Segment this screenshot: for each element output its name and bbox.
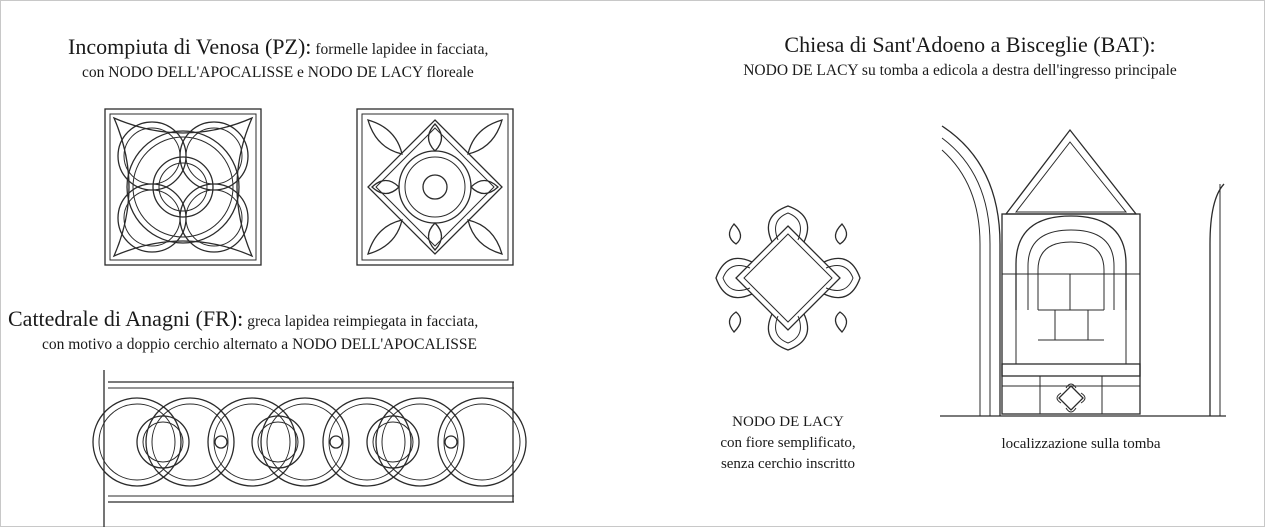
de-lacy-caption-line-1: NODO DE LACY [732,414,844,430]
venosa-de-lacy-floral-panel [356,108,514,266]
venosa-apocalypse-knot-panel [104,108,262,266]
bisceglie-subtitle: NODO DE LACY su tomba a edicola a destra… [743,62,1177,79]
anagni-heading: Cattedrale di Anagni (FR): greca lapidea… [8,306,478,332]
venosa-subtitle-2: con NODO DELL'APOCALISSE e NODO DE LACY … [82,64,474,81]
de-lacy-knot-drawing [715,205,861,351]
anagni-title: Cattedrale di Anagni (FR): [8,306,244,331]
venosa-heading: Incompiuta di Venosa (PZ): formelle lapi… [68,34,488,60]
anagni-frieze [92,370,527,527]
bisceglie-title: Chiesa di Sant'Adoeno a Bisceglie (BAT): [784,32,1156,57]
tomb-elevation-drawing [940,125,1226,417]
anagni-subtitle-2: con motivo a doppio cerchio alternato a … [42,336,477,353]
tomb-caption: localizzazione sulla tomba [1001,436,1161,452]
de-lacy-caption: NODO DE LACY con fiore semplificato, sen… [688,412,888,475]
de-lacy-caption-line-3: senza cerchio inscritto [720,456,856,472]
anagni-subtitle-1: greca lapidea reimpiegata in facciata, [247,313,479,330]
venosa-title: Incompiuta di Venosa (PZ): [68,34,312,59]
venosa-subtitle-1: formelle lapidee in facciata, [315,41,489,58]
de-lacy-caption-line-2: con fiore semplificato, [720,435,856,451]
